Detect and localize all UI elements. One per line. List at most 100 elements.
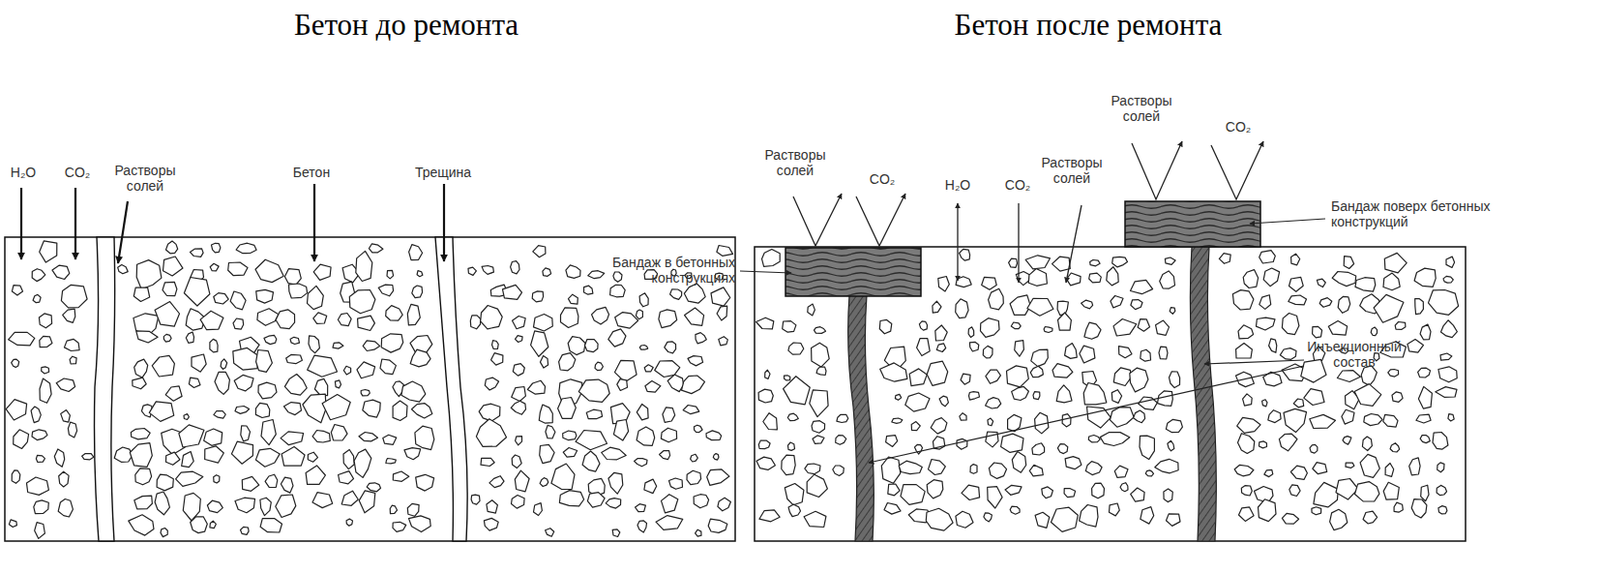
aggregate-stone xyxy=(807,303,816,316)
aggregate-stone xyxy=(1109,503,1121,516)
aggregate-stone xyxy=(181,451,195,468)
aggregate-stone xyxy=(1438,366,1457,383)
aggregate-stone xyxy=(392,400,408,421)
aggregate-stone xyxy=(178,424,205,447)
aggregate-stone xyxy=(27,476,50,495)
aggregate-stone xyxy=(716,305,728,321)
aggregate-stone xyxy=(1440,353,1452,360)
aggregate-stone xyxy=(307,355,338,377)
aggregate-stone xyxy=(1011,385,1030,400)
aggregate-stone xyxy=(240,425,251,442)
aggregate-stone xyxy=(686,470,702,484)
aggregate-stone xyxy=(362,340,380,352)
aggregate-stone xyxy=(695,332,707,344)
aggregate-stone xyxy=(54,448,64,467)
aggregate-stone xyxy=(1092,482,1105,499)
aggregate-stone xyxy=(1043,326,1053,333)
aggregate-stone xyxy=(213,474,220,483)
aggregate-stone xyxy=(1418,367,1431,378)
aggregate-stone xyxy=(1269,338,1277,354)
aggregate-stone xyxy=(209,338,218,353)
aggregate-stone xyxy=(1441,320,1458,338)
aggregate-stone xyxy=(1106,266,1119,286)
aggregate-stone xyxy=(1243,393,1253,406)
aggregate-stone xyxy=(661,494,679,513)
aggregate-stone xyxy=(981,276,997,290)
aggregate-stone xyxy=(531,330,549,357)
aggregate-stone xyxy=(909,368,927,386)
aggregate-stone xyxy=(1355,277,1376,293)
aggregate-stone xyxy=(667,374,683,392)
aggregate-stone xyxy=(1316,278,1326,287)
aggregate-stone xyxy=(60,410,71,423)
aggregate-stone xyxy=(880,362,908,382)
aggregate-stone xyxy=(1041,486,1054,499)
aggregate-stone xyxy=(635,309,643,320)
aggregate-stone xyxy=(809,389,829,417)
aggregate-stone xyxy=(955,510,974,528)
aggregate-stone xyxy=(684,307,705,326)
aggregate-stone xyxy=(559,490,584,506)
aggregate-stone xyxy=(312,430,330,444)
aggregate-stone xyxy=(1167,440,1175,451)
aggregate-stone xyxy=(765,369,771,379)
aggregate-stone xyxy=(360,389,370,396)
aggregate-stone xyxy=(129,443,152,468)
aggregate-stone xyxy=(1155,458,1179,474)
aggregate-stone xyxy=(1409,457,1421,475)
aggregate-stone xyxy=(1032,443,1045,455)
aggregate-stone xyxy=(166,451,181,465)
aggregate-stone xyxy=(284,268,301,286)
aggregate-stone xyxy=(1289,484,1301,497)
aggregate-stone xyxy=(1342,436,1352,445)
aggregate-stone xyxy=(1031,349,1049,366)
aggregate-stone xyxy=(1394,322,1406,330)
aggregate-stone xyxy=(959,248,971,261)
aggregate-stone xyxy=(1362,436,1372,451)
aggregate-stone xyxy=(480,305,504,329)
aggregate-stone xyxy=(781,454,796,475)
aggregate-stone xyxy=(1064,488,1076,498)
aggregate-stone xyxy=(1033,391,1040,400)
aggregate-stone xyxy=(56,378,75,392)
aggregate-stone xyxy=(1155,320,1170,335)
aggregate-stone xyxy=(156,474,174,491)
aggregate-stone xyxy=(284,374,307,396)
aggregate-stone xyxy=(1130,299,1143,310)
aggregate-stone xyxy=(5,399,27,420)
aggregate-stone xyxy=(935,325,948,341)
aggregate-stone xyxy=(255,259,284,282)
aggregate-stone xyxy=(1110,296,1124,308)
aggregate-stone xyxy=(341,490,358,505)
aggregate-stone xyxy=(758,388,773,403)
aggregate-stone xyxy=(412,285,423,298)
aggregate-stone xyxy=(605,498,622,508)
aggregate-stone xyxy=(1113,319,1137,337)
aggregate-stone xyxy=(354,448,372,477)
aggregate-stone xyxy=(1145,470,1154,476)
aggregate-stone xyxy=(1330,508,1348,530)
aggregate-stone xyxy=(480,457,495,466)
aggregate-stone xyxy=(540,355,549,369)
aggregate-stone xyxy=(925,507,953,531)
aggregate-stone xyxy=(213,293,229,304)
aggregate-stone xyxy=(542,267,552,276)
aggregate-stone xyxy=(389,504,397,514)
aggregate-stone xyxy=(1293,398,1304,408)
aggregate-stone xyxy=(1241,485,1252,496)
aggregate-stone xyxy=(1029,464,1043,476)
aggregate-stone xyxy=(334,380,341,388)
aggregate-stone xyxy=(1336,370,1361,383)
annotation-label: Растворы солей xyxy=(106,162,184,194)
aggregate-stone xyxy=(134,358,149,378)
aggregate-stone xyxy=(307,285,325,309)
aggregate-stone xyxy=(565,265,581,279)
aggregate-stone xyxy=(1328,321,1347,336)
aggregate-stone xyxy=(31,429,48,441)
aggregate-stone xyxy=(644,478,657,494)
aggregate-stone xyxy=(378,284,393,297)
influence-arrows xyxy=(793,141,1264,283)
aggregate-stone xyxy=(1165,418,1183,432)
aggregate-stone xyxy=(718,336,729,346)
